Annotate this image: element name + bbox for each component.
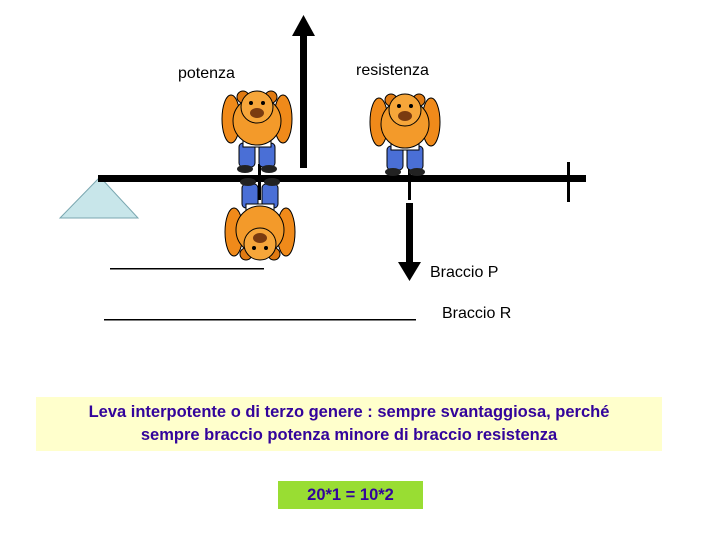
equation-box: 20*1 = 10*2 bbox=[278, 481, 423, 509]
braccio-r-line bbox=[104, 319, 416, 321]
braccio-p-line bbox=[110, 268, 264, 270]
tick-resistenza bbox=[408, 164, 411, 200]
arrow-down-icon bbox=[398, 262, 421, 281]
tick-end bbox=[567, 162, 570, 202]
arrow-up-shaft bbox=[300, 34, 307, 168]
bear-figure-icon bbox=[369, 93, 441, 177]
label-braccio-r: Braccio R bbox=[442, 305, 512, 322]
lever-description-box: Leva interpotente o di terzo genere : se… bbox=[36, 397, 662, 451]
arrow-down-shaft bbox=[406, 203, 413, 265]
note-line-1: Leva interpotente o di terzo genere : se… bbox=[88, 403, 610, 421]
tick-potenza bbox=[258, 164, 261, 200]
arrow-up-icon bbox=[292, 15, 315, 36]
fulcrum-triangle-icon bbox=[58, 176, 140, 219]
label-resistenza: resistenza bbox=[356, 62, 429, 79]
bear-figure-icon bbox=[221, 90, 293, 174]
label-potenza: potenza bbox=[178, 65, 235, 82]
lever-beam bbox=[98, 175, 586, 182]
note-line-2: sempre braccio potenza minore di braccio… bbox=[140, 426, 558, 444]
label-braccio-p: Braccio P bbox=[430, 264, 499, 281]
